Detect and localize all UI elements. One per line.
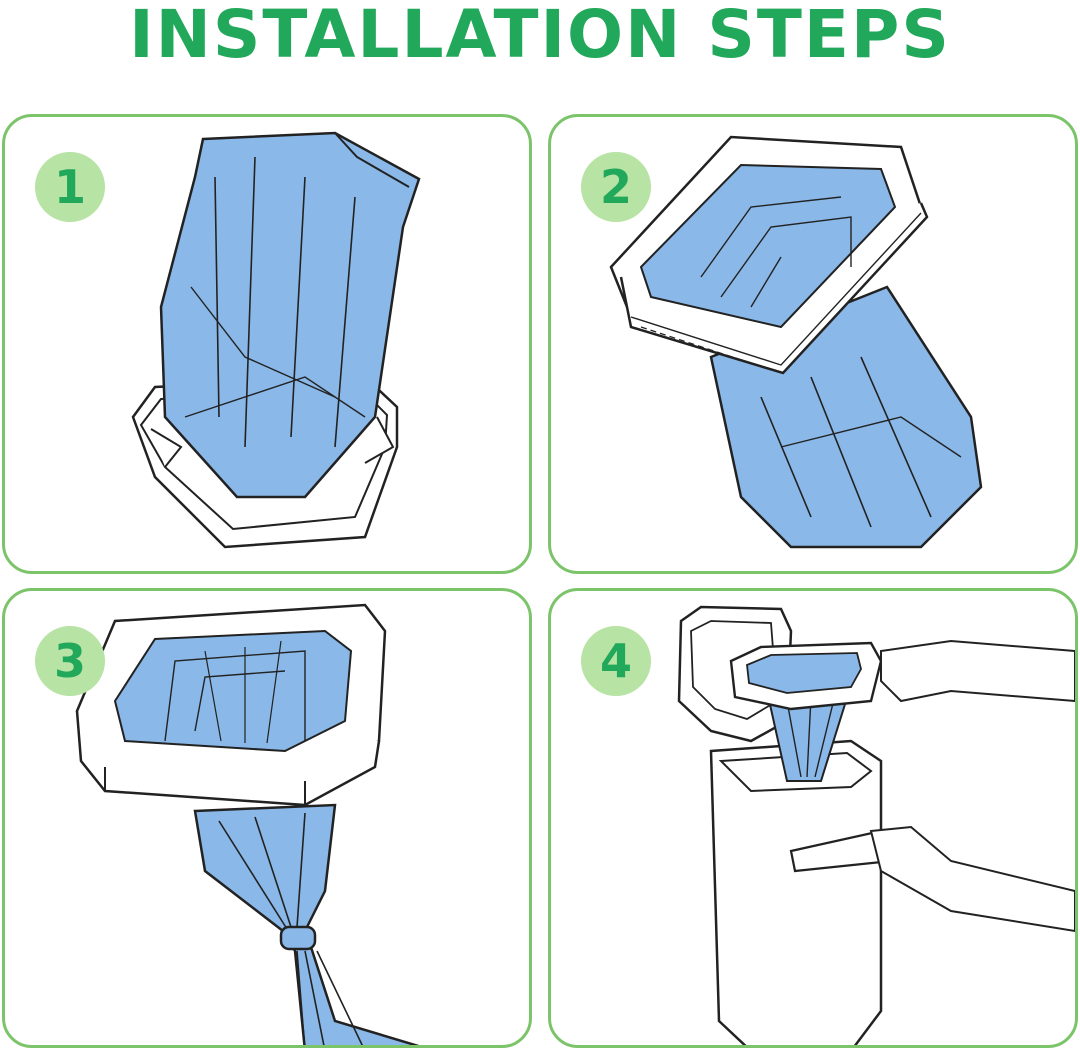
bag-into-ring-icon: [131, 131, 421, 549]
step-number-badge: 1: [35, 152, 105, 222]
step-1-panel: 1: [2, 114, 532, 574]
step-4-panel: 4: [548, 588, 1078, 1048]
step-3-panel: 3: [2, 588, 532, 1048]
page-title: INSTALLATION STEPS: [129, 0, 951, 73]
ring-with-bag-icon: [609, 135, 983, 549]
step-number-badge: 3: [35, 626, 105, 696]
step-number-badge: 2: [581, 152, 651, 222]
step-2-panel: 2: [548, 114, 1078, 574]
tied-bag-ring-icon: [75, 603, 420, 1045]
step-number-badge: 4: [581, 626, 651, 696]
insert-cassette-into-pail-icon: [677, 605, 1075, 1045]
